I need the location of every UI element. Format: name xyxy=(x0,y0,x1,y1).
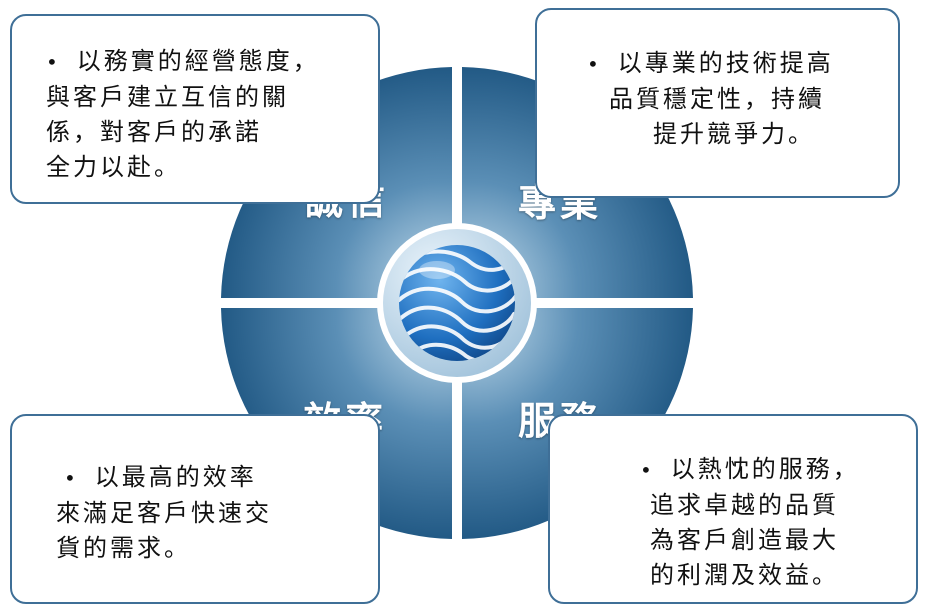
efficiency-description-box: • 以最高的效率 來滿足客戶快速交 貨的需求。 xyxy=(10,414,380,604)
description-line: 提升競爭力。 xyxy=(653,120,815,148)
description-line: 係，對客戶的承諾 xyxy=(46,118,262,146)
globe-swirl-icon xyxy=(399,245,515,361)
professional-description-box: • 以專業的技術提高 品質穩定性，持續 提升競爭力。 xyxy=(535,8,900,198)
description-line: 為客戶創造最大 xyxy=(650,526,839,554)
description-line: 與客戶建立互信的關 xyxy=(46,83,289,111)
bullet-marker: • xyxy=(640,458,655,482)
description-line: 的利潤及效益。 xyxy=(650,561,839,589)
description-line: 品質穩定性，持續 xyxy=(609,85,825,113)
description-line: 以熱忱的服務， xyxy=(670,455,860,483)
description-line: 以專業的技術提高 xyxy=(617,49,834,77)
integrity-description-box: • 以務實的經營態度， 與客戶建立互信的關 係，對客戶的承諾 全力以赴。 xyxy=(10,14,380,204)
bullet-marker: • xyxy=(46,50,61,74)
description-line: 以最高的效率 xyxy=(94,463,257,491)
description-line: 全力以赴。 xyxy=(46,153,181,181)
description-line: 貨的需求。 xyxy=(56,534,191,562)
description-line: 追求卓越的品質 xyxy=(650,491,839,519)
service-description-box: • 以熱忱的服務， 追求卓越的品質 為客戶創造最大 的利潤及效益。 xyxy=(548,414,918,604)
bullet-marker: • xyxy=(64,466,79,490)
description-line: 以務實的經營態度， xyxy=(76,47,320,75)
bullet-marker: • xyxy=(587,52,602,76)
description-line: 來滿足客戶快速交 xyxy=(56,499,272,527)
